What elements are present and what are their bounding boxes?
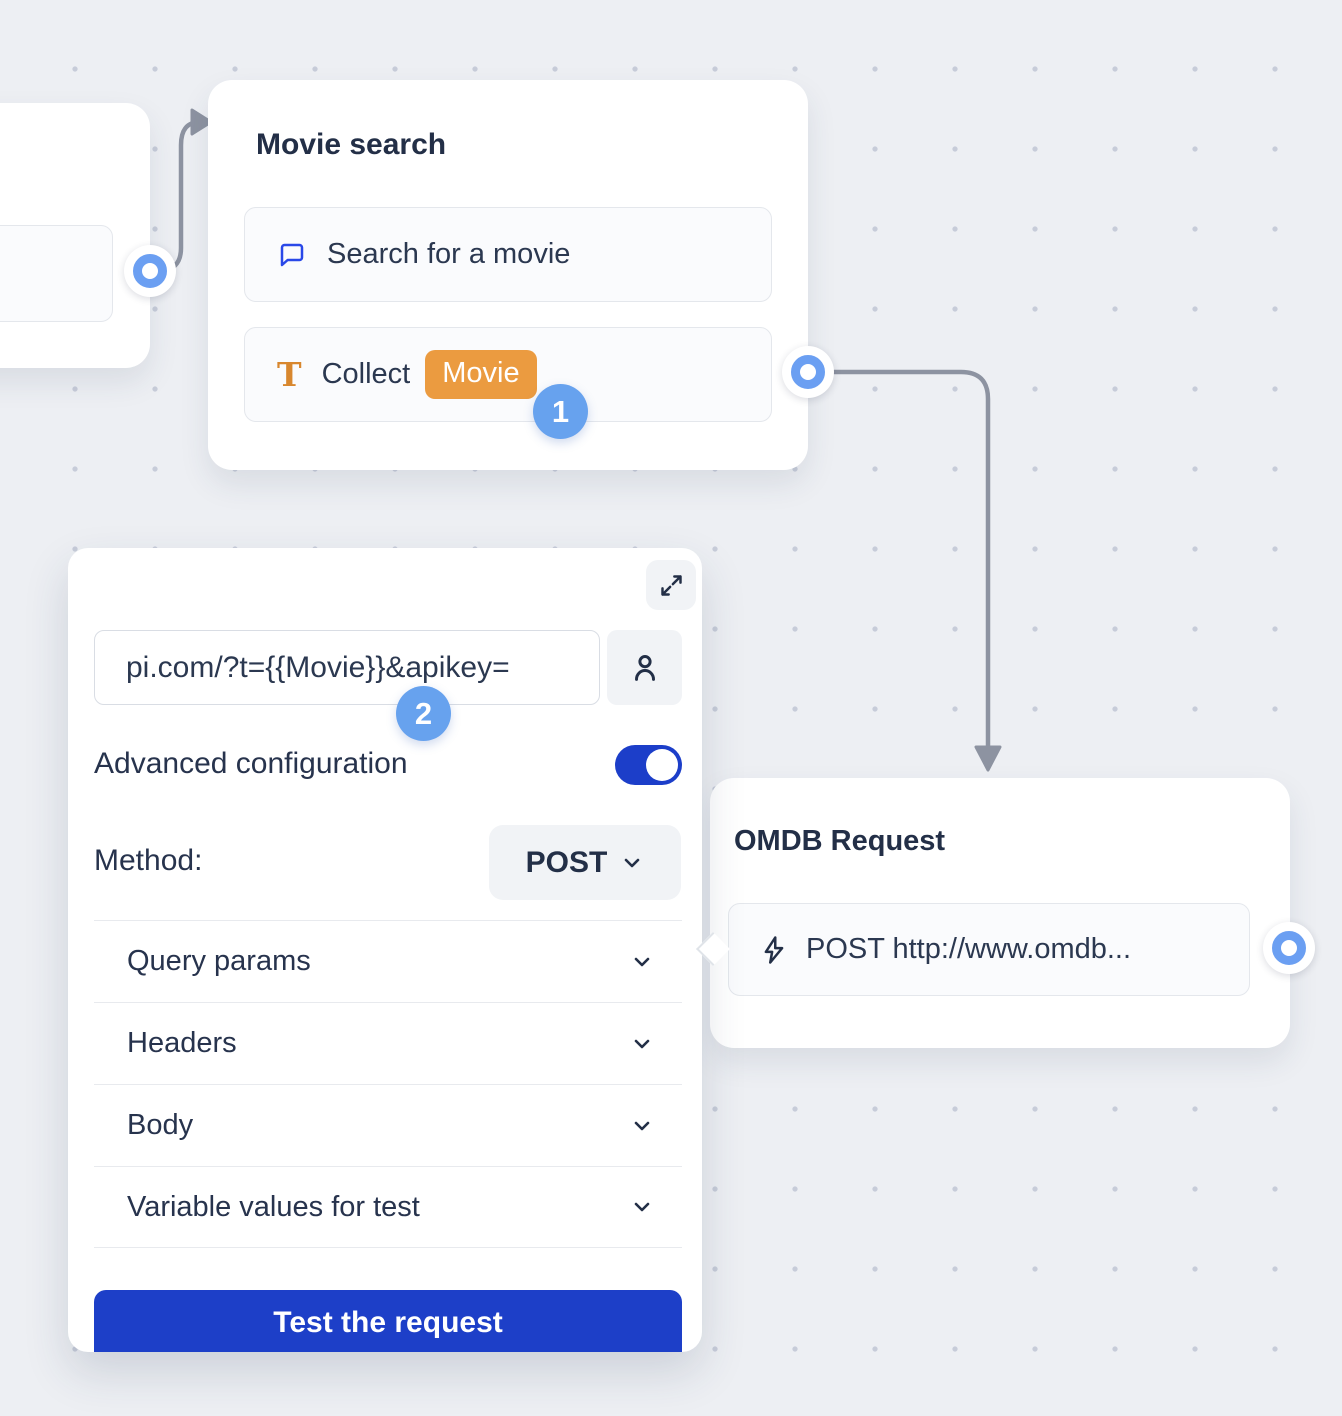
chevron-down-icon (630, 1114, 654, 1138)
arrowhead-down (974, 745, 1002, 772)
step-badge-1: 1 (533, 384, 588, 439)
node-card-partial[interactable] (0, 103, 150, 368)
port-ring (133, 254, 167, 288)
person-icon (628, 651, 662, 685)
output-port-omdb-request[interactable] (1263, 922, 1315, 974)
output-port-movie-search[interactable] (782, 346, 834, 398)
chevron-down-icon (630, 1195, 654, 1219)
section-variable-values[interactable]: Variable values for test (94, 1166, 682, 1248)
section-query-params[interactable]: Query params (94, 920, 682, 1002)
lightning-icon (759, 935, 789, 965)
port-ring (791, 355, 825, 389)
person-button[interactable] (607, 630, 682, 705)
section-label: Body (127, 1109, 194, 1141)
node-title: Movie search (256, 128, 447, 161)
step-badge-2: 2 (396, 686, 451, 741)
chat-bubble-icon (277, 240, 307, 270)
node-card-movie-search[interactable]: Movie search Search for a movie T Collec… (208, 80, 808, 470)
section-label: Headers (127, 1027, 237, 1059)
section-label: Variable values for test (127, 1190, 420, 1223)
variable-tag-movie[interactable]: Movie (425, 350, 537, 399)
expand-button[interactable] (646, 560, 696, 610)
method-label: Method: (94, 844, 203, 877)
step-collect-label: Collect (321, 358, 411, 390)
step-message-label: Search for a movie (327, 238, 571, 270)
toggle-knob (646, 749, 678, 781)
chevron-down-icon (620, 851, 644, 875)
chevron-down-icon (630, 950, 654, 974)
config-sections: Query params Headers Body Variable value… (94, 920, 682, 1248)
step-request-label: POST http://www.omdb... (806, 933, 1132, 965)
section-label: Query params (127, 945, 311, 977)
method-select[interactable]: POST (489, 825, 681, 900)
section-headers[interactable]: Headers (94, 1002, 682, 1084)
step-message[interactable]: Search for a movie (244, 207, 772, 302)
method-value: POST (525, 845, 608, 879)
step-collect[interactable]: T Collect Movie (244, 327, 772, 422)
step-webhook-request[interactable]: POST http://www.omdb... (728, 903, 1250, 996)
advanced-configuration-label: Advanced configuration (94, 747, 408, 780)
chevron-down-icon (630, 1032, 654, 1056)
connector-movie-to-omdb (809, 369, 991, 751)
node-title: OMDB Request (734, 825, 946, 857)
output-port-partial-node[interactable] (124, 245, 176, 297)
test-request-button[interactable]: Test the request (94, 1290, 682, 1352)
text-variable-icon: T (277, 355, 302, 394)
port-ring (1272, 931, 1306, 965)
webhook-config-panel[interactable]: pi.com/?t={{Movie}}&apikey= Advanced con… (68, 548, 702, 1352)
section-body[interactable]: Body (94, 1084, 682, 1166)
advanced-configuration-toggle[interactable] (615, 745, 682, 785)
expand-icon (658, 572, 685, 599)
url-input[interactable]: pi.com/?t={{Movie}}&apikey= (94, 630, 600, 705)
node-card-omdb-request[interactable]: OMDB Request POST http://www.omdb... (710, 778, 1290, 1048)
step-item-partial[interactable] (0, 225, 113, 322)
